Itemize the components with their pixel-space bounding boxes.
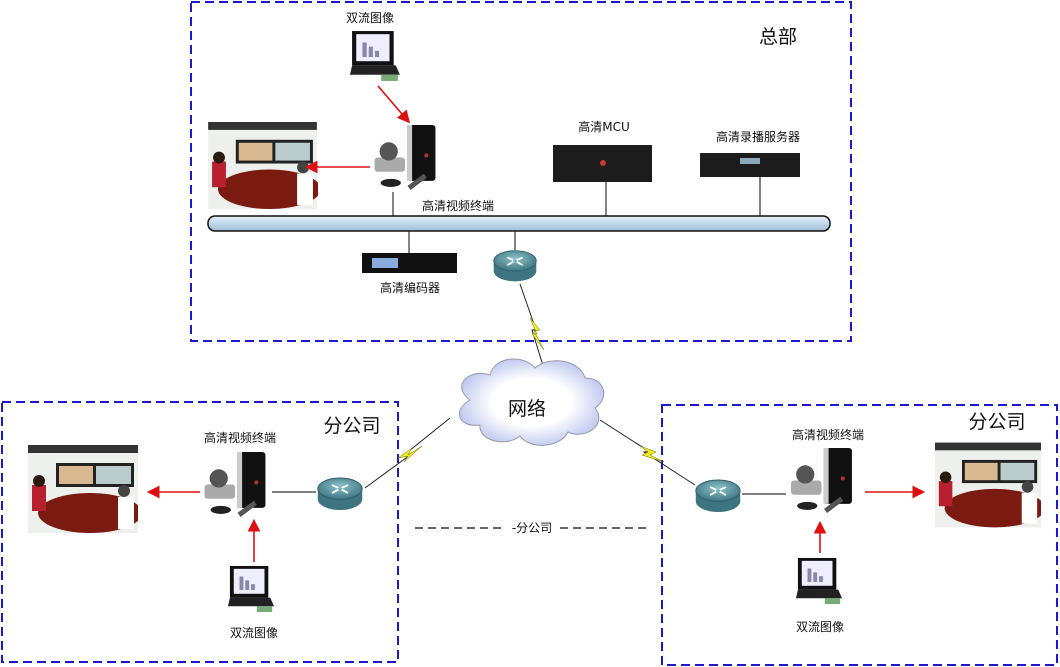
hq-router-icon [492, 249, 538, 283]
network-label: 网络 [508, 398, 546, 420]
branch-left-router-icon [316, 477, 364, 511]
branch-right-zone [661, 404, 1058, 666]
hq-title: 总部 [759, 26, 797, 48]
hq-arrow-laptop [377, 85, 411, 124]
hq-dual-stream-label: 双流图像 [346, 11, 394, 25]
branch-right-room-photo [935, 442, 1041, 528]
network-cloud: 网络 [458, 358, 605, 446]
recorder-icon [700, 153, 800, 177]
hq-laptop-icon [350, 31, 400, 81]
branch-right-terminal-label: 高清视频终端 [792, 427, 864, 442]
hq-recorder-label: 高清录播服务器 [716, 129, 800, 144]
lightning-icon [529, 317, 545, 351]
hq-zone [190, 1, 852, 342]
branch-left-terminal-icon [205, 452, 266, 515]
hq-terminal-icon [375, 125, 436, 188]
branch-right-title: 分公司 [968, 411, 1025, 433]
branch-left-terminal-label: 高清视频终端 [204, 430, 276, 445]
hq-mcu-label: 高清MCU [578, 119, 630, 134]
branch-left-room-photo [28, 445, 138, 533]
branch-left-title: 分公司 [323, 415, 380, 437]
branch-right-terminal-icon [791, 448, 852, 511]
hq-encoder-label: 高清编码器 [380, 280, 440, 295]
branch-right-dual-stream-label: 双流图像 [796, 620, 844, 634]
hq-terminal-label: 高清视频终端 [422, 198, 494, 213]
branch-left-laptop-icon [228, 565, 275, 613]
branch-right-laptop-icon [796, 557, 843, 605]
branch-right-router-icon [694, 479, 742, 513]
lan-bus [207, 215, 831, 232]
hq-room-photo [208, 122, 318, 209]
branch-left-dual-stream-label: 双流图像 [230, 626, 278, 640]
branch-left-zone [1, 401, 399, 663]
branch-middle-label: -分公司 [512, 521, 552, 535]
